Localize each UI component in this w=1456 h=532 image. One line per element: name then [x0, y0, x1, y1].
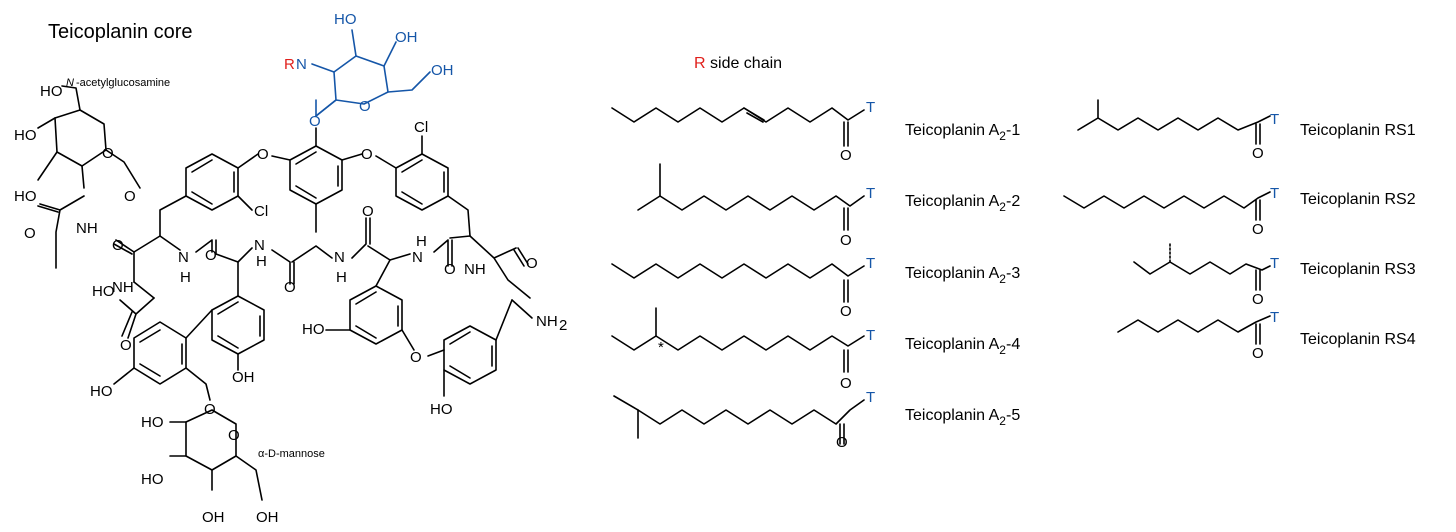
atom-O-ring-left: O: [102, 145, 114, 162]
atom-HO-ringF: HO: [302, 321, 325, 338]
atom-H-2: H: [256, 253, 267, 270]
carbonyl-O-rs2: O: [1252, 221, 1264, 238]
terminal-T-rs4: T: [1270, 309, 1279, 326]
terminal-T-2: T: [866, 185, 875, 202]
acetylglucosamine-sugar: HO N -acetylglucosamine HO HO O O NH O: [14, 77, 170, 269]
atom-HO-mannose1: HO: [141, 414, 164, 431]
atom-H-3: H: [336, 269, 347, 286]
atom-HO-left3: HO: [14, 188, 37, 205]
side-chain-a2-4: * T O: [611, 307, 875, 392]
atom-OH-mannose3: OH: [202, 509, 225, 526]
terminal-T-4: T: [866, 327, 875, 344]
atom-NH2: NH: [536, 313, 558, 330]
carbonyl-O-4: O: [840, 375, 852, 392]
terminal-T-rs2: T: [1270, 185, 1279, 202]
atom-O-amide-6: O: [526, 255, 538, 272]
side-chain-rs4: T O: [1117, 309, 1279, 362]
atom-N-2: N: [254, 237, 265, 254]
atom-H-1: H: [180, 269, 191, 286]
atom-Cl-2: Cl: [414, 119, 428, 136]
side-chain-a2-2: T O: [637, 163, 875, 249]
atom-Cl-1: Cl: [254, 203, 268, 220]
atom-O-link-mannose: O: [204, 401, 216, 418]
side-chain-header: R side chain: [694, 55, 782, 72]
carbonyl-O-3: O: [840, 303, 852, 320]
atom-OH-top1: OH: [395, 29, 418, 46]
terminal-T-rs1: T: [1270, 111, 1279, 128]
name-a2-1: Teicoplanin A2-1: [905, 122, 1020, 143]
name-rs1: Teicoplanin RS1: [1300, 122, 1416, 139]
name-rs4: Teicoplanin RS4: [1300, 331, 1416, 348]
atom-O-amide-4: O: [362, 203, 374, 220]
atom-HO-ringG: HO: [430, 401, 453, 418]
carbonyl-O-1: O: [840, 147, 852, 164]
atom-O-ether-2: O: [361, 146, 373, 163]
name-a2-4: Teicoplanin A2-4: [905, 336, 1020, 357]
mannose-sugar: HO HO OH OH O α-D-mannose: [141, 409, 325, 526]
atom-O-ether-1: O: [257, 146, 269, 163]
side-chain-rs1: T O: [1077, 99, 1279, 162]
atom-OH-mannose4: OH: [256, 509, 279, 526]
core-title: Teicoplanin core: [48, 21, 193, 43]
terminal-T-5: T: [866, 389, 875, 406]
name-rs3: Teicoplanin RS3: [1300, 261, 1416, 278]
atom-O-acid: O: [120, 337, 132, 354]
atom-H-4: H: [416, 233, 427, 250]
atom-N-1: N: [178, 249, 189, 266]
atom-O-amide-2: O: [205, 247, 217, 264]
terminal-T-3: T: [866, 255, 875, 272]
carbonyl-O-5: O: [836, 434, 848, 451]
glucosamine-label: -acetylglucosamine: [76, 77, 170, 89]
atom-HO-acid: HO: [92, 283, 115, 300]
macrocycle-core: Cl O O Cl N H N H N H N H NH O: [90, 119, 567, 418]
atom-HO-left2: HO: [14, 127, 37, 144]
name-a2-2: Teicoplanin A2-2: [905, 193, 1020, 214]
atom-N-3: N: [334, 249, 345, 266]
atom-O-amide-5: O: [444, 261, 456, 278]
atom-HO-mannose2: HO: [141, 471, 164, 488]
atom-O-acetyl: O: [24, 225, 36, 242]
atom-O-amide-1: O: [112, 237, 124, 254]
stereo-mark: *: [658, 339, 664, 356]
atom-OH-top2: OH: [431, 62, 454, 79]
name-a2-5: Teicoplanin A2-5: [905, 407, 1020, 428]
side-chain-rs2: T O: [1063, 185, 1279, 238]
atom-OH-ringE: OH: [232, 369, 255, 386]
side-chain-rs3: T O: [1133, 243, 1279, 308]
atom-O-ring-top: O: [359, 98, 371, 115]
side-chain-a2-3: T O: [611, 255, 875, 320]
atom-N-4: N: [412, 249, 423, 266]
atom-R: R: [284, 56, 295, 73]
atom-O-link-top: O: [309, 113, 321, 130]
atom-NH-left: NH: [76, 220, 98, 237]
name-rs2: Teicoplanin RS2: [1300, 191, 1416, 208]
atom-HO-ringD: HO: [90, 383, 113, 400]
carbonyl-O-rs1: O: [1252, 145, 1264, 162]
mannose-label: α-D-mannose: [258, 448, 325, 460]
atom-O-ring-mannose: O: [228, 427, 240, 444]
glucosamine-label-italic: N: [66, 77, 74, 89]
atom-NH2-sub: 2: [559, 317, 567, 334]
atom-O-amide-3: O: [284, 279, 296, 296]
atom-O-ether-3: O: [410, 349, 422, 366]
atom-N-top: N: [296, 56, 307, 73]
terminal-T-rs3: T: [1270, 255, 1279, 272]
carbonyl-O-rs4: O: [1252, 345, 1264, 362]
terminal-T-1: T: [866, 99, 875, 116]
atom-HO-left1: HO: [40, 83, 63, 100]
carbonyl-O-2: O: [840, 232, 852, 249]
atom-NH-6: NH: [112, 279, 134, 296]
glucosamine-sugar: R N HO OH OH O O: [284, 11, 454, 130]
atom-HO-top: HO: [334, 11, 357, 28]
carbonyl-O-rs3: O: [1252, 291, 1264, 308]
atom-NH-5: NH: [464, 261, 486, 278]
atom-O-link-left: O: [124, 188, 136, 205]
name-a2-3: Teicoplanin A2-3: [905, 265, 1020, 286]
side-chain-a2-5: T O: [613, 389, 875, 451]
side-chain-a2-1: T O: [611, 99, 875, 164]
